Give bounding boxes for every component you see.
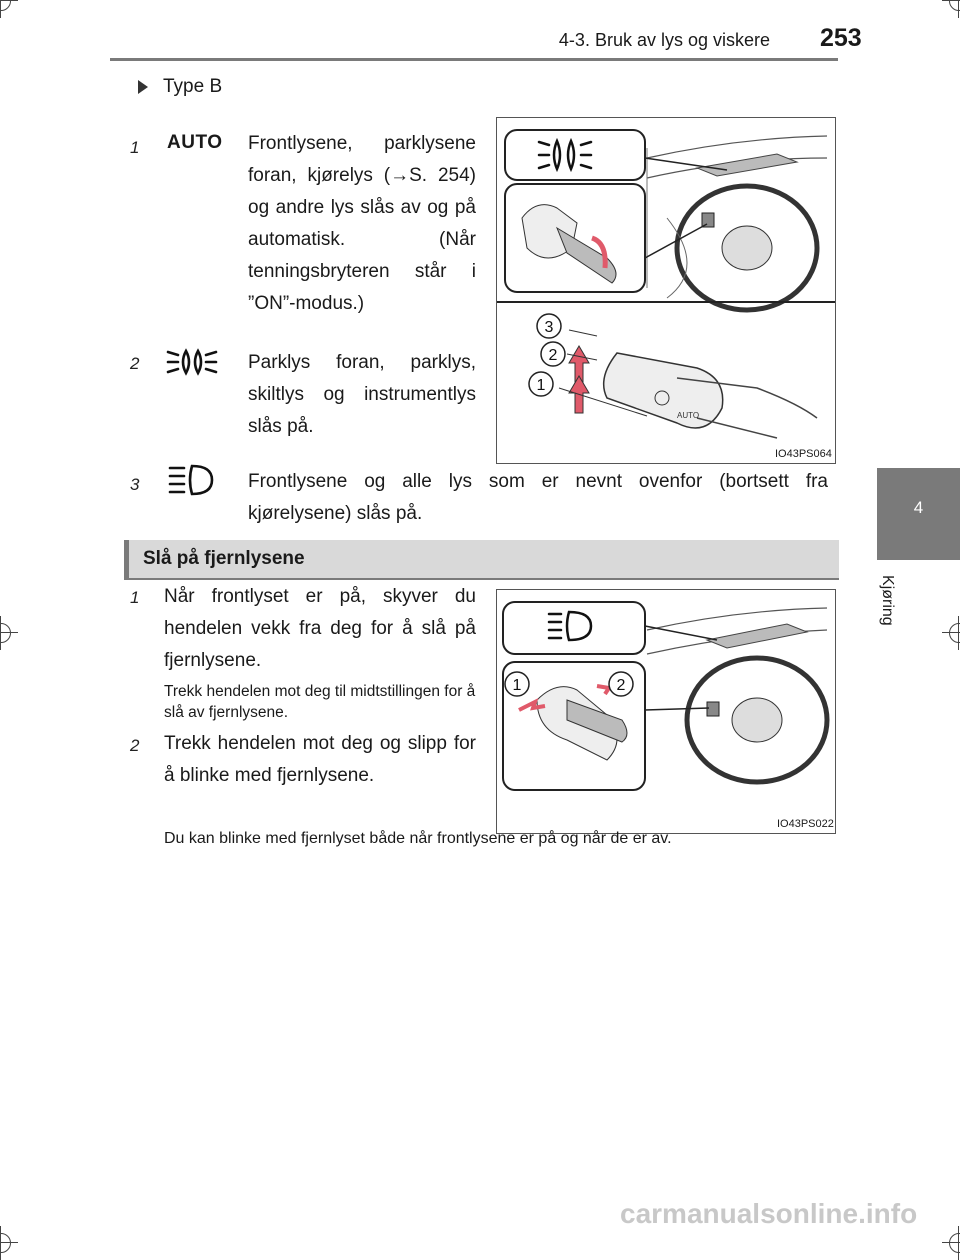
figure-marker-3: 3 [545,319,554,336]
registration-mark [0,616,18,650]
svg-text:1: 1 [130,588,139,607]
chapter-number: 4 [913,498,924,517]
svg-text:2: 2 [129,736,140,755]
chapter-tab [877,468,960,560]
item-text: Frontlysene og alle lys som er nevnt ove… [248,471,828,524]
parking-light-icon [166,346,230,383]
figure-code: IO43PS064 [775,448,832,460]
item-number: 1 [128,136,146,158]
item-text: Parklys foran, parklys, skiltlys og inst… [248,352,476,437]
header-rule [110,58,838,61]
registration-mark [0,1226,18,1260]
item-number: 3 [128,473,146,495]
item-number: 2 [128,734,146,756]
figure-marker-2: 2 [617,677,626,694]
registration-mark [942,0,960,18]
svg-text:1: 1 [130,138,139,157]
svg-text:AUTO: AUTO [677,411,699,420]
footnote: Du kan blinke med fjernlyset både når fr… [164,830,672,847]
registration-mark [942,1226,960,1260]
chapter-title: Kjøring [879,575,896,626]
type-label: Type B [163,76,223,97]
headlight-icon [166,462,216,503]
registration-mark [0,0,18,18]
svg-text:3: 3 [130,475,140,494]
page-number: 253 [820,24,862,52]
bullet-triangle-icon [137,79,149,100]
light-switch-figure: AUTO 3 2 1 IO43PS064 [496,117,836,464]
section-heading: Slå på fjernlysene [124,540,839,580]
watermark: carmanualsonline.info [620,1198,918,1229]
registration-mark [942,616,960,650]
figure-marker-1: 1 [537,377,546,394]
figure-illustration: AUTO 3 2 1 [497,129,835,439]
section-title: Slå på fjernlysene [143,548,305,569]
svg-text:2: 2 [129,354,140,373]
item-text: Trekk hendelen mot deg og slipp for å bl… [164,733,476,786]
figure-marker-2: 2 [549,347,558,364]
item-text: Når frontlyset er på, skyver du hendelen… [164,586,476,671]
figure-illustration: 1 2 [502,601,830,791]
running-header: 4-3. Bruk av lys og viskere [558,30,770,50]
item-note: Trekk hendelen mot deg til midtstil­ling… [164,683,476,721]
figure-marker-1: 1 [513,677,522,694]
item-number: 2 [128,352,146,374]
item-number: 1 [128,586,146,608]
high-beam-figure: 1 2 IO43PS022 [496,589,836,834]
figure-code: IO43PS022 [777,818,834,830]
item-text: Frontlysene, parkly­sene foran, kjørelys… [248,133,476,314]
auto-symbol: AUTO [167,132,223,153]
